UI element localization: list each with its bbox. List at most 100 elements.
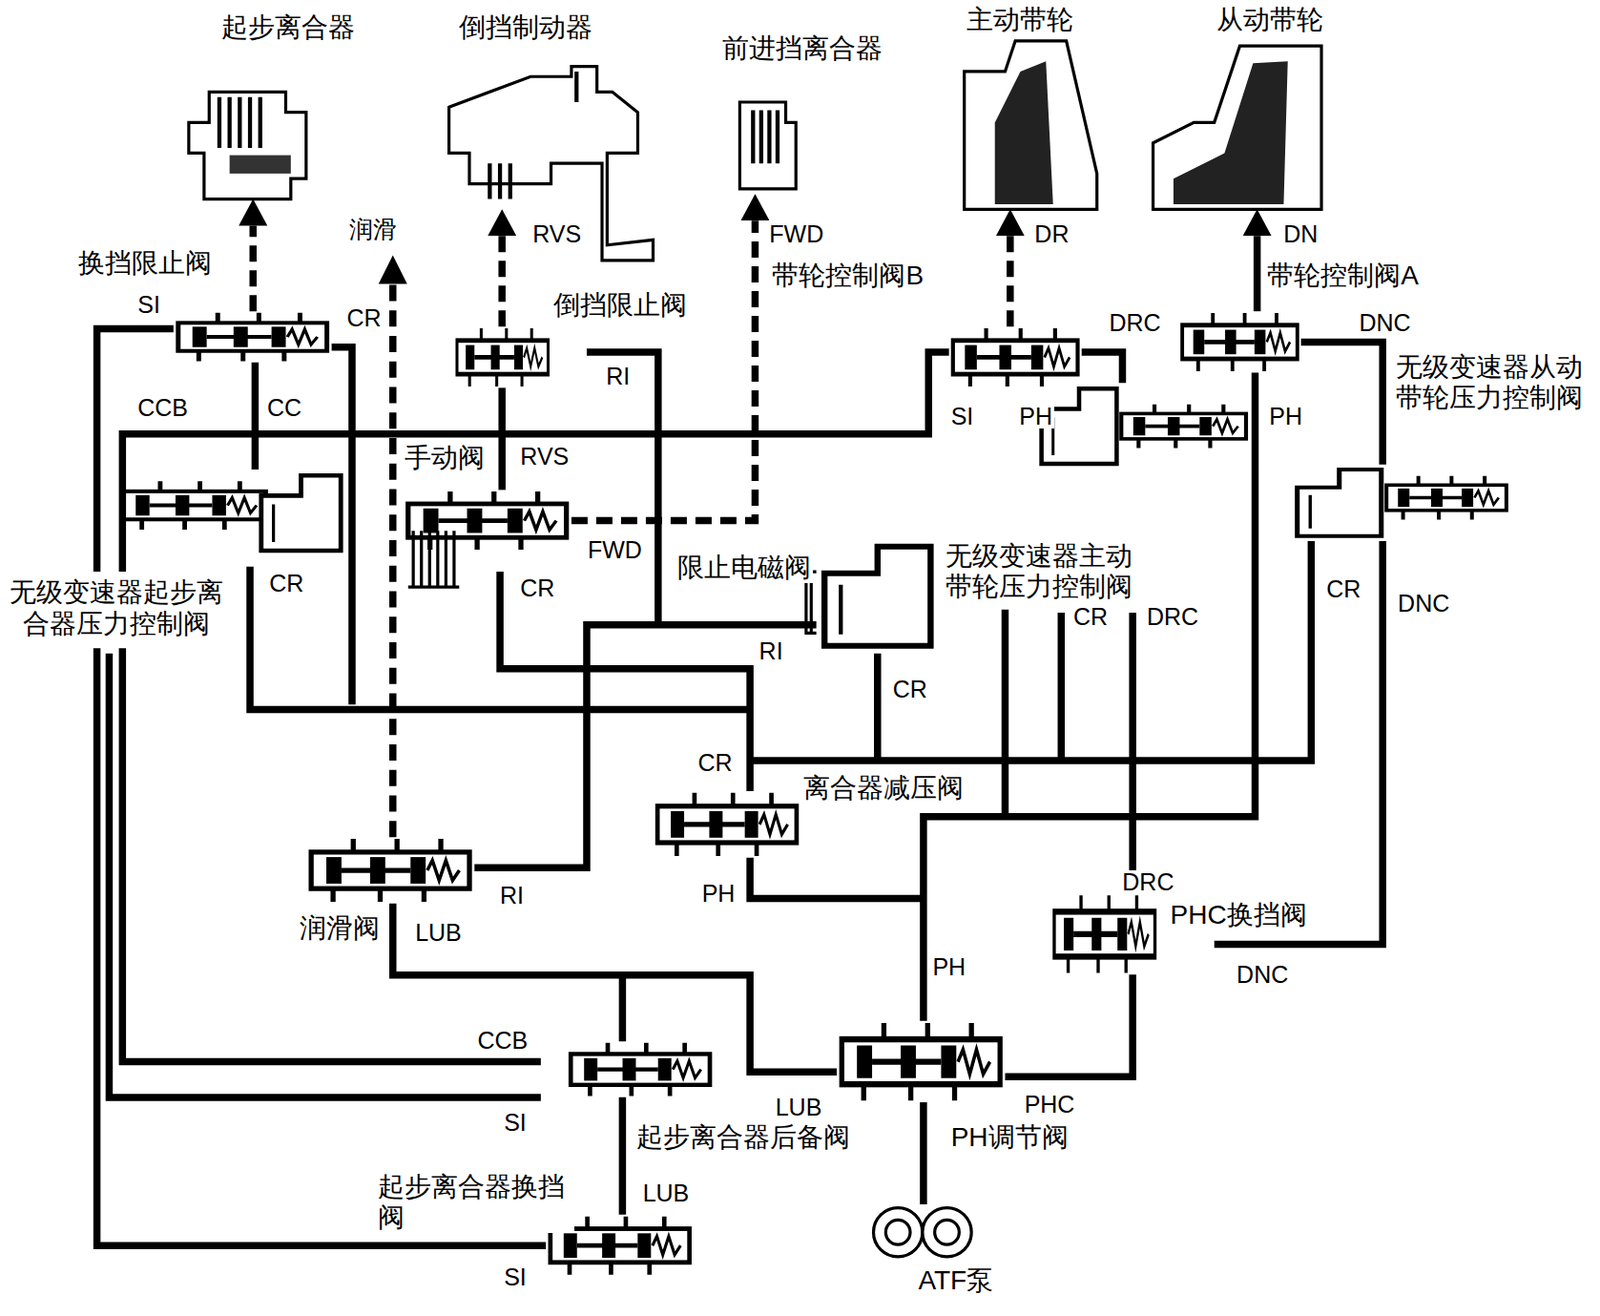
valve-symbol: [841, 1022, 1000, 1101]
pump-hub: [935, 1219, 960, 1245]
valve-symbol: [570, 1042, 710, 1097]
valve-block: 手动阀: [402, 489, 571, 572]
lube-arrow: [378, 254, 408, 284]
detent-plate: [408, 530, 459, 587]
oil-line: [1253, 235, 1262, 312]
brake-housing: [449, 66, 654, 261]
signal-label: PH: [700, 881, 738, 906]
edge-label: DN: [1281, 222, 1320, 247]
pulley-sheave: [1173, 61, 1289, 205]
valve-symbol: [311, 838, 470, 902]
part-label: 手动阀: [402, 442, 487, 474]
signal-label: LUB: [773, 1095, 825, 1120]
signal-label: PH: [1017, 404, 1055, 429]
clutch-drawing: 起步离合器: [188, 86, 312, 200]
lube-passage: [389, 281, 396, 837]
valve-symbol: [1121, 404, 1247, 449]
part-label: 前进挡离合器: [720, 33, 885, 64]
part-label: 带轮控制阀A: [1265, 260, 1421, 291]
part-label: 倒挡制动器: [457, 12, 595, 43]
part-label: 从动带轮: [1214, 4, 1326, 36]
signal-label: PH: [1267, 404, 1305, 429]
part-label: ATF泵: [915, 1265, 996, 1296]
part-label: 换挡限止阀: [76, 248, 214, 279]
edge-label: DR: [1032, 222, 1071, 247]
oil-line: [498, 387, 506, 490]
valve-block: 起步离合器后备阀: [566, 1040, 715, 1098]
signal-label: SI: [135, 292, 163, 317]
valve-symbol: [178, 312, 328, 362]
signal-label: CR: [518, 576, 557, 601]
signal-label: DNC: [1234, 962, 1290, 987]
signal-label: DRC: [1106, 311, 1163, 335]
valve-symbol: [1182, 312, 1298, 372]
pulley-outline: [1153, 45, 1322, 209]
solenoid-symbol: [261, 475, 341, 551]
solenoid-valve: 无级变速器从动 带轮压力控制阀: [1290, 464, 1511, 541]
solenoid-valve: 无级变速器起步离 合器压力控制阀: [117, 469, 348, 567]
oil-line: [249, 226, 257, 312]
signal-label: CCB: [475, 1028, 530, 1053]
valve-block: 倒挡限止阀: [454, 326, 552, 388]
part-label: 无级变速器起步离 合器压力控制阀: [3, 577, 229, 639]
oil-line: [498, 235, 506, 327]
valve-block: PH调节阀: [836, 1020, 1005, 1103]
pump-gear: [922, 1207, 972, 1257]
signal-label: LUB: [641, 1181, 692, 1206]
oil-passage: [97, 328, 1384, 1246]
signal-label: PHC: [1022, 1092, 1078, 1117]
pump-hub: [885, 1219, 911, 1245]
signal-label: CCB: [135, 395, 190, 420]
signal-label: SI: [501, 1265, 529, 1289]
clutch-drawing: 前进挡离合器: [734, 97, 796, 195]
signal-label: CR: [695, 750, 734, 775]
signal-label: RI: [603, 364, 632, 389]
clutch-piston: [229, 155, 291, 174]
signal-label: 润滑: [347, 217, 399, 242]
signal-label: RVS: [518, 444, 571, 469]
part-label: PHC换挡阀: [1168, 899, 1310, 931]
part-label: 起步离合器: [219, 12, 357, 43]
oil-line: [1004, 974, 1133, 1077]
signal-label: CR: [891, 677, 930, 702]
signal-label: RI: [498, 883, 526, 908]
part-label: 带轮控制阀B: [769, 260, 926, 291]
edge-label: FWD: [767, 222, 826, 247]
valve-block: 带轮控制阀A: [1178, 311, 1301, 373]
solenoid-valve: 无级变速器主动 带轮压力控制阀: [1036, 382, 1251, 470]
valve-symbol: [122, 480, 267, 530]
valve-symbol: [657, 792, 797, 856]
signal-label: CR: [344, 306, 383, 331]
signal-label: CR: [1071, 604, 1110, 629]
solenoid-symbol: [824, 546, 931, 646]
brake-drawing: 倒挡制动器: [443, 66, 612, 210]
oil-line: [619, 1097, 627, 1215]
part-label: 限止电磁阀: [675, 552, 813, 583]
signal-label: SI: [501, 1110, 529, 1135]
part-label: 无级变速器从动 带轮压力控制阀: [1393, 352, 1593, 414]
oil-line: [571, 220, 756, 520]
valve-block: 换挡限止阀: [173, 311, 333, 362]
signal-label: SI: [949, 404, 977, 429]
valve-block: 带轮控制阀B: [949, 326, 1082, 388]
pulley-sheave: [995, 61, 1054, 205]
signal-label: CR: [267, 571, 306, 596]
solenoid-symbol: [1297, 469, 1382, 537]
valve-block: 起步离合器换挡 阀: [545, 1214, 694, 1276]
part-label: PH调节阀: [949, 1122, 1071, 1153]
clutch-plates: [752, 110, 778, 165]
valve-symbol: [953, 328, 1079, 387]
valve-symbol: [457, 328, 549, 387]
signal-label: FWD: [585, 538, 645, 562]
solenoid-block: 限止电磁阀: [816, 539, 939, 654]
signal-label: DRC: [1120, 870, 1176, 894]
pulley-drawing: 从动带轮: [1147, 41, 1327, 209]
valve-symbol: [408, 491, 567, 550]
oil-line: [919, 1101, 928, 1205]
valve-block: 润滑阀: [306, 836, 475, 904]
signal-label: CC: [265, 395, 304, 420]
signal-label: RI: [757, 639, 786, 664]
pulley-drawing: 主动带轮: [958, 45, 1097, 209]
part-label: 起步离合器换挡 阀: [375, 1171, 575, 1233]
signal-label: DNC: [1395, 591, 1452, 616]
